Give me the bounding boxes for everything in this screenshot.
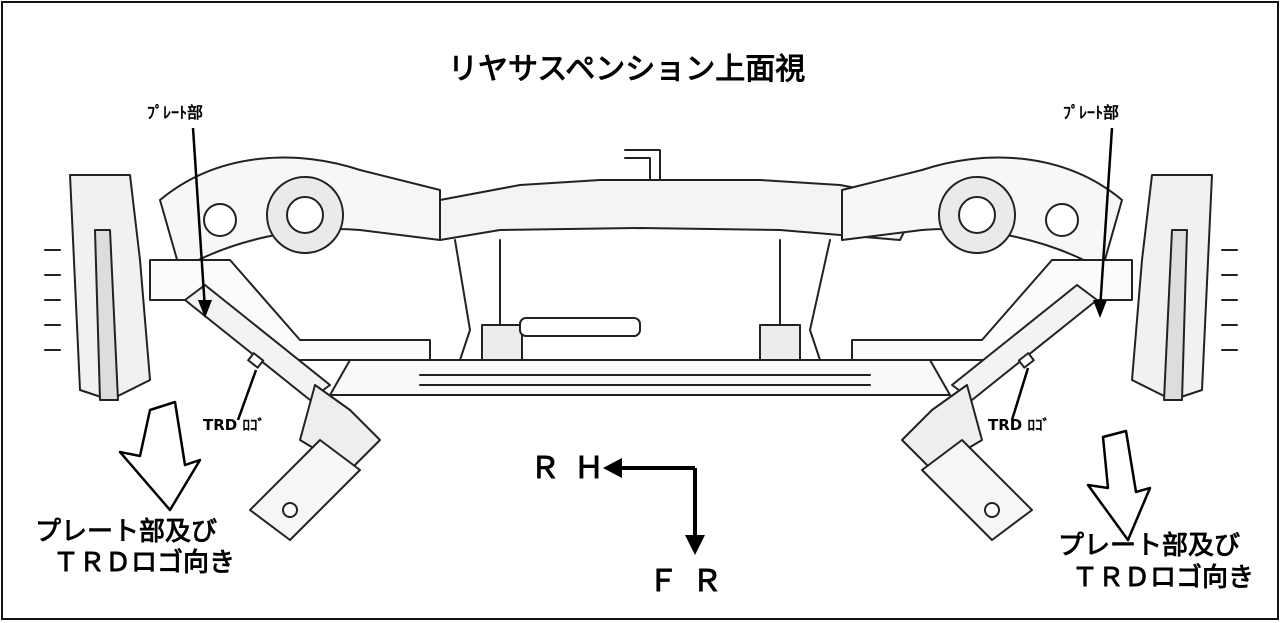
- orientation-label-right-line2: ＴＲＤロゴ向き: [1072, 563, 1255, 593]
- right-wheel-studs: [1221, 249, 1238, 351]
- front-member: [329, 359, 951, 396]
- left-brake-disc: [94, 229, 119, 401]
- leader-plate-left: [191, 127, 207, 311]
- diagram-title: リヤサスペンション上面視: [448, 52, 806, 87]
- trd-logo-label-left: TRD ﾛｺﾞ: [203, 416, 265, 434]
- left-wheel-studs: [44, 249, 61, 351]
- orientation-arrow-left: [118, 400, 202, 512]
- fr-arrowhead: [685, 535, 705, 555]
- right-brake-disc: [1163, 229, 1188, 401]
- direction-rh-label: ＲＨ: [530, 451, 618, 486]
- orientation-label-left-line2: ＴＲＤロゴ向き: [53, 548, 236, 578]
- leader-trd-left: [236, 369, 258, 421]
- orientation-label-left-line1: プレート部及び: [35, 517, 218, 547]
- leader-plate-right: [1098, 127, 1114, 311]
- left-shock-absorber: [184, 284, 381, 541]
- plate-label-left: ﾌﾟﾚｰﾄ部: [147, 103, 204, 122]
- direction-fr-label: ＦＲ: [648, 564, 736, 599]
- leader-plate-left-arrowhead: [198, 300, 212, 318]
- orientation-arrow-right: [1086, 429, 1152, 542]
- orientation-label-right-line1: プレート部及び: [1058, 531, 1241, 561]
- leader-trd-right: [1010, 367, 1030, 421]
- leader-plate-right-arrowhead: [1093, 300, 1107, 318]
- rh-arrowhead: [603, 458, 622, 478]
- right-shock-absorber: [901, 284, 1098, 541]
- trd-logo-label-right: TRD ﾛｺﾞ: [988, 416, 1050, 434]
- plate-label-right: ﾌﾟﾚｰﾄ部: [1063, 103, 1120, 122]
